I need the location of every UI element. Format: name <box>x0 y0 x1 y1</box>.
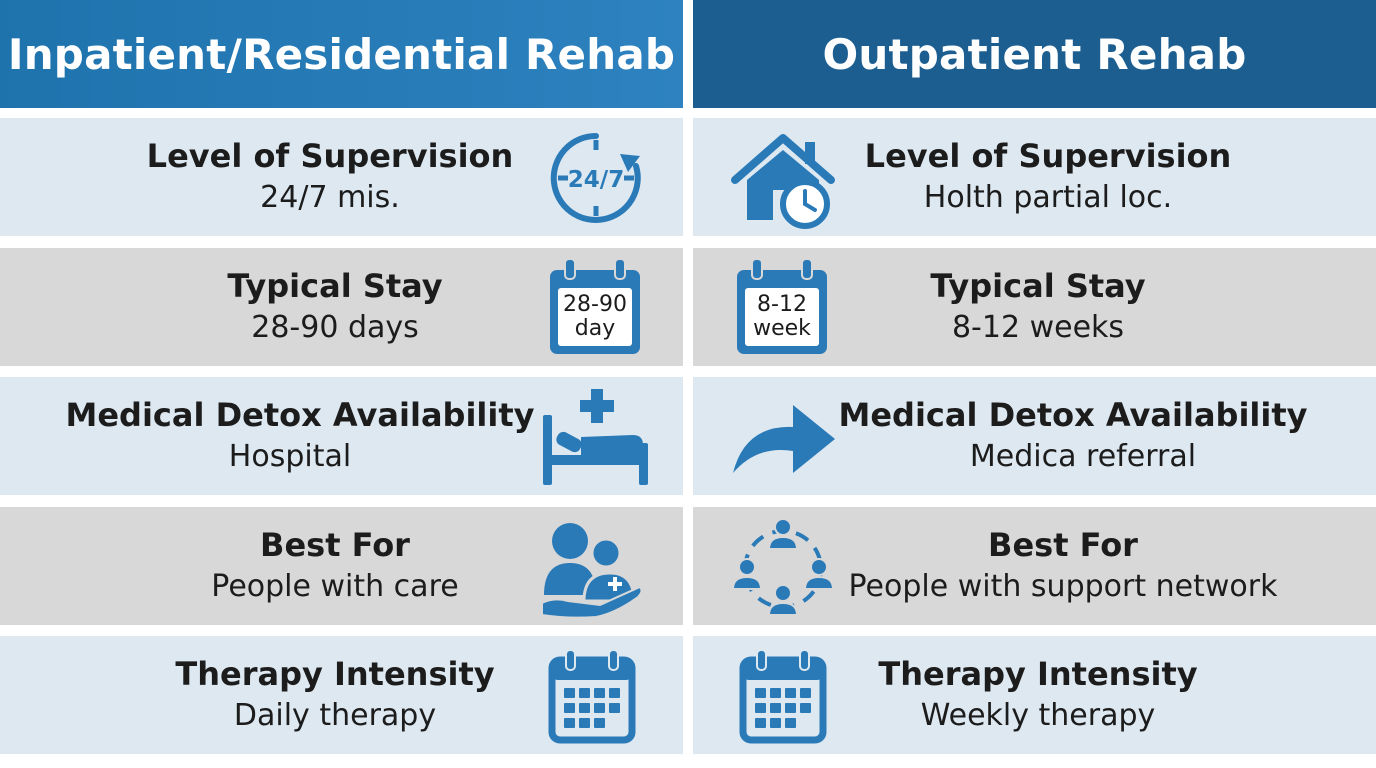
calendar-stay-outpatient-line2: week <box>753 316 811 341</box>
calendar-icon: 28-90 day <box>547 256 643 358</box>
supervision-outpatient-label: Level of Supervision <box>864 137 1232 175</box>
bestfor-inpatient-value: People with care <box>211 569 459 604</box>
stay-outpatient-label: Typical Stay <box>930 267 1146 305</box>
header-inpatient-title: Inpatient/Residential Rehab <box>7 29 676 79</box>
row-therapy-outpatient: Therapy Intensity Weekly therapy <box>693 636 1376 754</box>
row-supervision-outpatient: Level of Supervision Holth partial loc. <box>693 118 1376 236</box>
therapy-outpatient-value: Weekly therapy <box>920 698 1156 733</box>
therapy-inpatient-label: Therapy Intensity <box>175 655 495 693</box>
calendar-icon: 8-12 week <box>734 256 830 358</box>
bestfor-outpatient-label: Best For <box>988 526 1138 564</box>
row-bestfor-inpatient: Best For People with care <box>0 507 683 625</box>
stay-outpatient-value: 8-12 weeks <box>951 310 1125 345</box>
detox-outpatient-value: Medica referral <box>969 439 1197 474</box>
calendar-stay-outpatient-line1: 8-12 <box>757 292 807 317</box>
detox-inpatient-value: Hospital <box>228 439 352 474</box>
header-inpatient: Inpatient/Residential Rehab <box>0 0 683 108</box>
supervision-outpatient-value: Holth partial loc. <box>923 180 1173 215</box>
house-clock-icon <box>731 130 835 230</box>
supervision-inpatient-value: 24/7 mis. <box>260 180 400 215</box>
calendar-stay-inpatient-line2: day <box>574 316 616 341</box>
calendar-stay-inpatient-line1: 28-90 <box>563 292 627 317</box>
care-hand-icon <box>540 515 644 619</box>
row-supervision-inpatient: Level of Supervision 24/7 mis. 24/7 <box>0 118 683 236</box>
therapy-inpatient-value: Daily therapy <box>233 698 437 733</box>
detox-outpatient-label: Medical Detox Availability <box>838 396 1308 434</box>
stay-inpatient-value: 28-90 days <box>251 310 419 345</box>
bestfor-inpatient-label: Best For <box>260 526 410 564</box>
row-detox-outpatient: Medical Detox Availability Medica referr… <box>693 377 1376 495</box>
24-7-clock-icon: 24/7 <box>546 128 646 228</box>
stay-inpatient-label: Typical Stay <box>227 267 443 305</box>
row-bestfor-outpatient: Best For People with support network <box>693 507 1376 625</box>
header-outpatient-title: Outpatient Rehab <box>822 29 1247 79</box>
therapy-outpatient-label: Therapy Intensity <box>878 655 1198 693</box>
row-stay-inpatient: Typical Stay 28-90 days 28-90 day <box>0 248 683 366</box>
row-stay-outpatient: 8-12 week Typical Stay 8-12 weeks <box>693 248 1376 366</box>
row-therapy-inpatient: Therapy Intensity Daily therapy <box>0 636 683 754</box>
clock-24-7-text: 24/7 <box>568 167 624 193</box>
bestfor-outpatient-value: People with support network <box>848 569 1278 604</box>
calendar-grid-icon <box>739 648 827 744</box>
detox-inpatient-label: Medical Detox Availability <box>65 396 535 434</box>
hospital-bed-icon <box>539 385 651 489</box>
header-outpatient: Outpatient Rehab <box>693 0 1376 108</box>
calendar-grid-icon <box>548 648 636 744</box>
support-network-icon <box>731 515 835 619</box>
referral-arrow-icon <box>729 397 837 477</box>
supervision-inpatient-label: Level of Supervision <box>146 137 514 175</box>
row-detox-inpatient: Medical Detox Availability Hospital <box>0 377 683 495</box>
